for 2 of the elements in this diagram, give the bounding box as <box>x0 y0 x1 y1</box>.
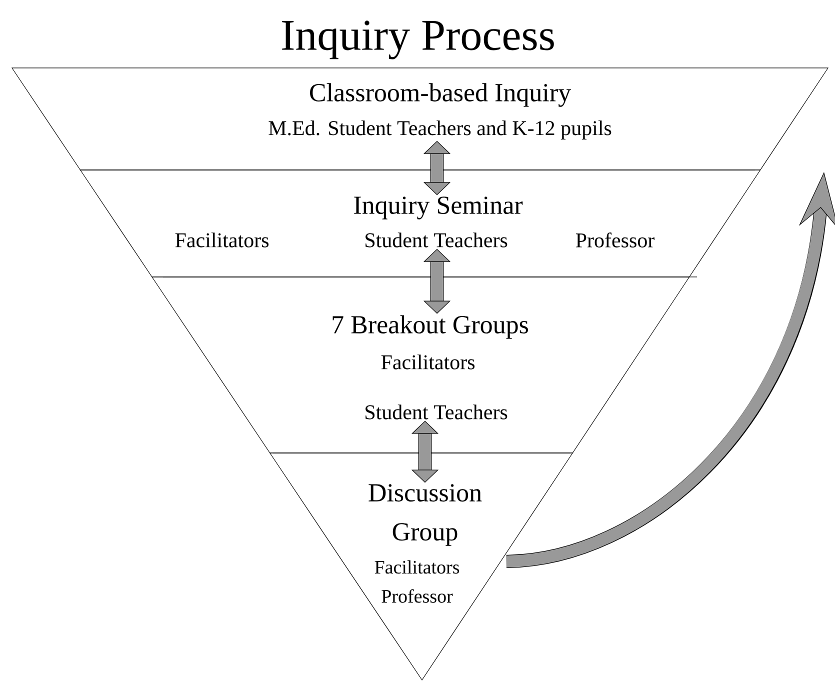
title: Inquiry Process <box>282 20 554 60</box>
double-arrow <box>411 420 439 483</box>
